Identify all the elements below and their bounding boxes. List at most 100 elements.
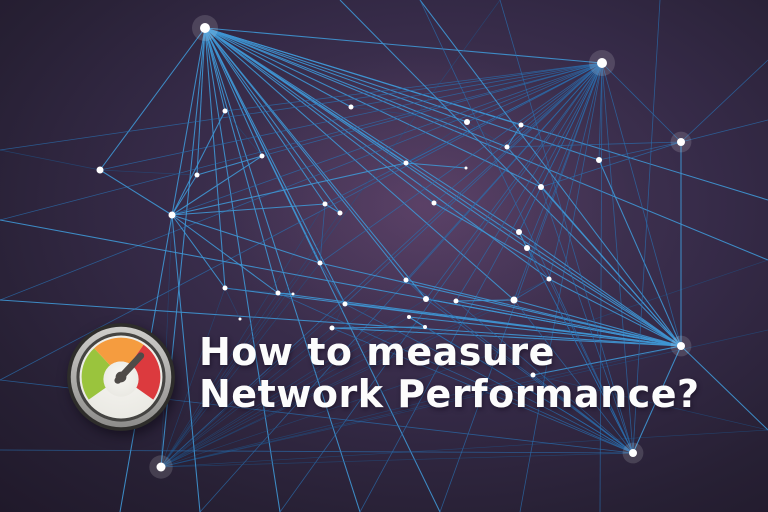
network-edge (204, 27, 427, 300)
network-node (453, 298, 459, 304)
network-edge (324, 203, 341, 214)
network-nodes (96, 15, 692, 479)
network-edge (405, 121, 468, 164)
network-edge (408, 316, 682, 347)
network-edge (0, 449, 634, 454)
network-node (291, 292, 295, 296)
network-edge (455, 300, 682, 347)
network-edge (160, 429, 768, 468)
network-edge (455, 299, 515, 302)
network-node (510, 296, 518, 304)
network-node (317, 260, 323, 266)
network-edge (160, 212, 341, 468)
network-edge (350, 106, 468, 123)
network-edge (518, 231, 682, 347)
network-node (423, 325, 427, 329)
network-edge (506, 124, 522, 148)
network-edge (196, 27, 206, 176)
network-edge (277, 292, 634, 454)
network-edge (339, 0, 682, 347)
network-node (96, 166, 104, 174)
gauge-icon (64, 320, 178, 434)
network-edge (171, 174, 198, 216)
network-edge (680, 119, 768, 143)
network-edge (224, 287, 241, 320)
network-edge (160, 259, 768, 468)
network-edge (204, 27, 768, 201)
network-node (538, 184, 544, 190)
network-node (504, 144, 510, 150)
network-node (222, 108, 228, 114)
network-edge (433, 62, 603, 204)
network-edge (160, 214, 173, 468)
network-node (407, 315, 411, 319)
network-node (464, 166, 468, 170)
network-node (464, 119, 470, 125)
network-edge (680, 59, 768, 143)
network-edge (601, 62, 682, 143)
network-edge (99, 27, 206, 171)
network-edge (171, 214, 279, 294)
network-edge (204, 27, 407, 281)
network-edge (204, 27, 528, 249)
network-edge (160, 287, 226, 468)
network-edge (160, 62, 603, 468)
network-edge (171, 62, 603, 216)
network-edge (204, 27, 508, 148)
network-edge (204, 27, 263, 157)
network-node (403, 277, 409, 283)
network-edge (601, 62, 634, 454)
gauge-green-segment (81, 348, 111, 400)
network-edge (160, 316, 410, 468)
network-edge (160, 292, 279, 468)
network-node (546, 276, 552, 282)
network-edge (439, 62, 603, 512)
network-node (403, 160, 409, 166)
network-node (431, 200, 437, 206)
network-edge (204, 27, 279, 294)
network-edge (171, 155, 263, 216)
network-edge (160, 452, 634, 468)
network-edge (540, 141, 682, 188)
network-edge (99, 62, 603, 171)
network-node (597, 58, 607, 68)
network-edge (160, 299, 515, 468)
network-edge (171, 110, 226, 216)
network-edge (425, 298, 457, 302)
network-edge (518, 186, 542, 233)
network-edge (171, 214, 321, 264)
network-edge (160, 327, 333, 468)
network-edge (160, 326, 426, 468)
network-edge (405, 162, 435, 204)
gauge-orange-segment (94, 337, 144, 366)
network-edge (601, 62, 682, 347)
network-edge (160, 279, 407, 468)
network-edge (319, 62, 603, 264)
network-edge (425, 62, 603, 300)
network-edge (506, 146, 682, 347)
network-edge (204, 27, 550, 280)
network-edge (160, 300, 457, 468)
network-edge (279, 62, 603, 512)
network-edge (405, 279, 427, 300)
network-edge (204, 27, 361, 512)
network-edge (331, 327, 634, 454)
network-edge (455, 300, 634, 454)
network-node (156, 462, 166, 472)
network-edge (160, 303, 346, 468)
network-edge (405, 162, 467, 169)
network-edge (160, 329, 768, 468)
network-node (348, 104, 354, 110)
network-edge (344, 303, 682, 347)
network-node (259, 153, 265, 159)
network-edge (405, 279, 682, 347)
network-edge (513, 278, 550, 301)
title-line2: Network Performance? (199, 372, 700, 416)
network-edge (433, 202, 682, 347)
network-edge (520, 62, 603, 126)
network-edge (261, 62, 603, 157)
network-edge (0, 219, 682, 347)
network-node (329, 325, 335, 331)
